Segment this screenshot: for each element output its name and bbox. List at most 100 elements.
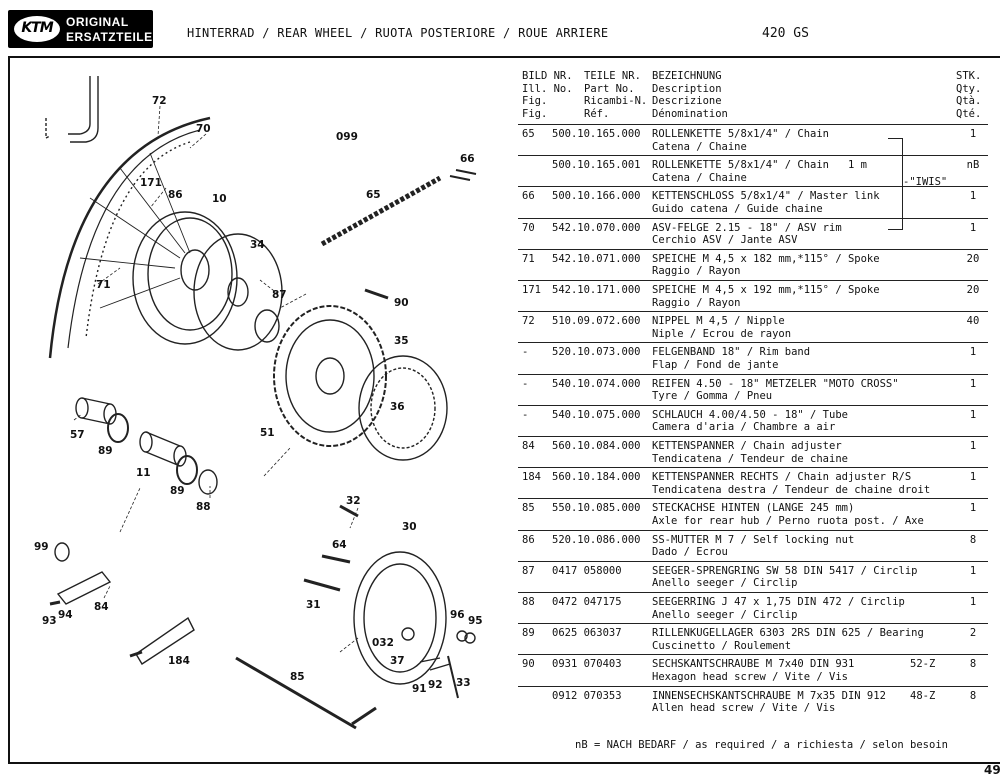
- callout: 89: [98, 445, 113, 457]
- row-fig: 72: [522, 315, 535, 328]
- callout: 93: [42, 615, 57, 627]
- callout: 70: [196, 123, 211, 135]
- callout: 71: [96, 279, 111, 291]
- row-description: SS-MUTTER M 7 / Self locking nut Dado / …: [652, 533, 855, 559]
- row-quantity: 1: [969, 440, 977, 452]
- callout: 34: [250, 239, 265, 251]
- callout: 099: [336, 131, 358, 143]
- row-part-number: 540.10.075.000: [552, 408, 641, 421]
- row-quantity: 1: [969, 128, 977, 140]
- swingarm-tube-inner: [68, 76, 91, 135]
- brake-plate: [353, 551, 447, 685]
- logo-line-2: ERSATZTEILE: [66, 30, 153, 44]
- row-quantity: 1: [969, 346, 977, 359]
- table-row: 500.10.165.001 ROLLENKETTE 5/8x1/4" / Cha…: [518, 155, 988, 187]
- callout: 72: [152, 95, 167, 107]
- row-description: ASV-FELGE 2.15 - 18" / ASV rim Cerchio A…: [652, 221, 842, 247]
- callout: 90: [394, 297, 409, 309]
- row-description: REIFEN 4.50 - 18" METZELER "MOTO CROSS" …: [652, 377, 899, 403]
- chain-adjuster: [56, 571, 112, 605]
- row-quantity: 1: [969, 596, 977, 608]
- spokes: [79, 152, 191, 309]
- ktm-logo: KTM ORIGINAL ERSATZTEILE: [8, 10, 153, 48]
- row-part-number: 0625 063037: [552, 627, 622, 640]
- row-part-number: 542.10.070.000: [552, 221, 641, 234]
- iwis-label: -"IWIS": [903, 176, 948, 188]
- row-quantity: 40: [966, 315, 980, 328]
- table-row: 171 542.10.171.000 SPEICHE M 4,5 x 192 mm,…: [518, 280, 988, 312]
- row-fig: 88: [522, 596, 535, 608]
- row-fig: 70: [522, 221, 535, 234]
- row-quantity: 8: [969, 658, 977, 671]
- row-fig: 66: [522, 190, 535, 203]
- row-part-number: 520.10.086.000: [552, 533, 641, 546]
- callout: 184: [168, 655, 190, 667]
- row-fig: 84: [522, 440, 535, 452]
- swingarm-tube: [70, 76, 99, 143]
- row-fig: 184: [522, 471, 541, 484]
- row-note: 48-Z: [910, 689, 936, 702]
- page-number: 49: [984, 763, 1000, 777]
- parts-table: BILD NR. Ill. No. Fig. Fig. TEILE NR. Pa…: [518, 70, 996, 714]
- callout: 37: [390, 655, 405, 667]
- row-part-number: 542.10.071.000: [552, 252, 641, 265]
- callout: 32: [346, 495, 361, 507]
- row-fig: 71: [522, 252, 535, 265]
- table-row: 70 542.10.070.000 ASV-FELGE 2.15 - 18" / A…: [518, 217, 988, 250]
- row-quantity: 8: [969, 533, 977, 546]
- row-fig: 86: [522, 533, 535, 546]
- row-description: KETTENSPANNER / Chain adjuster Tendicate…: [652, 440, 848, 465]
- row-description: SPEICHE M 4,5 x 192 mm,*115° / Spoke Rag…: [652, 284, 880, 309]
- row-description: KETTENSCHLOSS 5/8x1/4" / Master link Gui…: [652, 190, 880, 215]
- callout: 57: [70, 429, 85, 441]
- callout: 88: [196, 501, 211, 513]
- row-fig: -: [522, 377, 529, 390]
- row-description: SEEGER-SPRENGRING SW 58 DIN 5417 / Circl…: [652, 564, 918, 590]
- callout: 30: [402, 521, 417, 533]
- col-part-header: TEILE NR. Part No. Ricambi-N. Réf.: [584, 70, 648, 120]
- row-quantity: 20: [966, 252, 980, 265]
- callout: 89: [170, 485, 185, 497]
- row-quantity: 1: [969, 564, 977, 577]
- row-part-number: 550.10.085.000: [552, 502, 641, 515]
- callout: 51: [260, 427, 275, 439]
- row-part-number: 500.10.165.000: [552, 128, 641, 140]
- row-part-number: 0417 058000: [552, 564, 622, 577]
- brake-shoes: [358, 355, 448, 461]
- row-fig: 171: [522, 284, 541, 296]
- row-description: SECHSKANTSCHRAUBE M 7x40 DIN 931 Hexagon…: [652, 658, 855, 683]
- bearing: [107, 413, 129, 443]
- callout: 35: [394, 335, 409, 347]
- row-quantity: 8: [969, 689, 977, 702]
- page-title: HINTERRAD / REAR WHEEL / RUOTA POSTERIOR…: [187, 26, 609, 40]
- row-fig: -: [522, 408, 529, 421]
- col-fig-header: BILD NR. Ill. No. Fig. Fig.: [522, 70, 573, 120]
- row-part-number: 0472 047175: [552, 596, 622, 608]
- callout: 33: [456, 677, 471, 689]
- logo-line-1: ORIGINAL: [66, 15, 129, 29]
- ktm-logo-text: KTM: [21, 20, 53, 36]
- callout: 94: [58, 609, 73, 621]
- row-part-number: 500.10.165.001: [552, 159, 641, 172]
- row-part-number: 542.10.171.000: [552, 284, 641, 296]
- row-part-number: 0912 070353: [552, 689, 622, 702]
- row-description: RILLENKUGELLAGER 6303 2RS DIN 625 / Bear…: [652, 627, 924, 652]
- callout: 65: [366, 189, 381, 201]
- row-description: ROLLENKETTE 5/8x1/4" / Chain 1 m Catena …: [652, 159, 867, 184]
- row-description: ROLLENKETTE 5/8x1/4" / Chain Catena / Ch…: [652, 128, 830, 153]
- diagram-drawing: [45, 76, 477, 730]
- table-row: 86 520.10.086.000 SS-MUTTER M 7 / Self loc…: [518, 529, 988, 562]
- bolt: [364, 288, 389, 300]
- row-quantity: nB: [966, 159, 980, 172]
- row-fig: -: [522, 346, 529, 359]
- callout: 95: [468, 615, 483, 627]
